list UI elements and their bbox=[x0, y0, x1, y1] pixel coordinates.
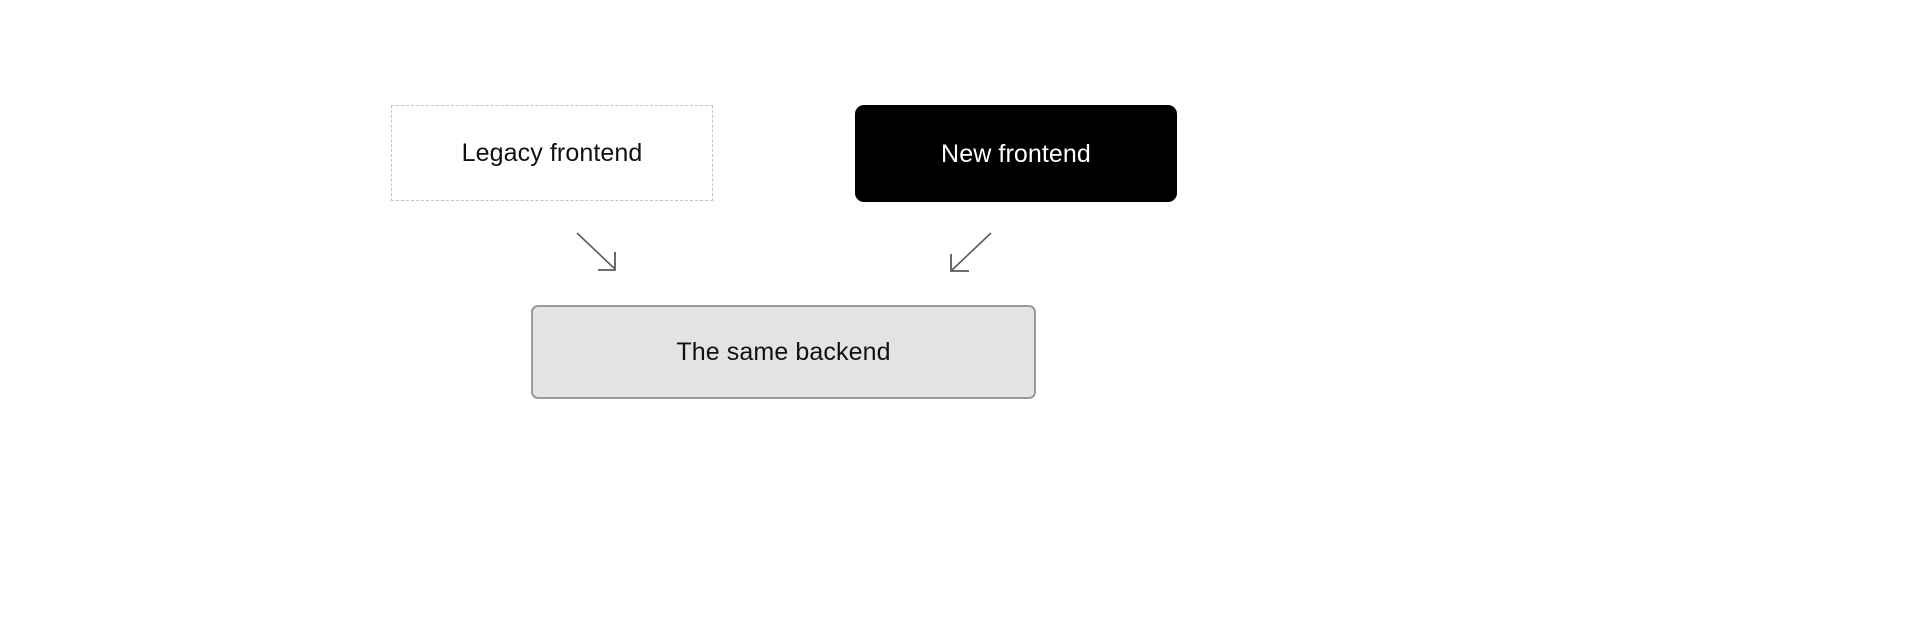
node-new-frontend-label: New frontend bbox=[941, 139, 1091, 168]
node-same-backend-label: The same backend bbox=[676, 338, 891, 366]
node-legacy-frontend[interactable]: Legacy frontend bbox=[391, 105, 713, 201]
arrow-new-to-backend bbox=[950, 232, 992, 272]
arrow-legacy-to-backend bbox=[576, 232, 616, 271]
node-new-frontend[interactable]: New frontend bbox=[855, 105, 1177, 202]
node-same-backend[interactable]: The same backend bbox=[531, 305, 1036, 399]
node-legacy-frontend-label: Legacy frontend bbox=[461, 139, 643, 167]
